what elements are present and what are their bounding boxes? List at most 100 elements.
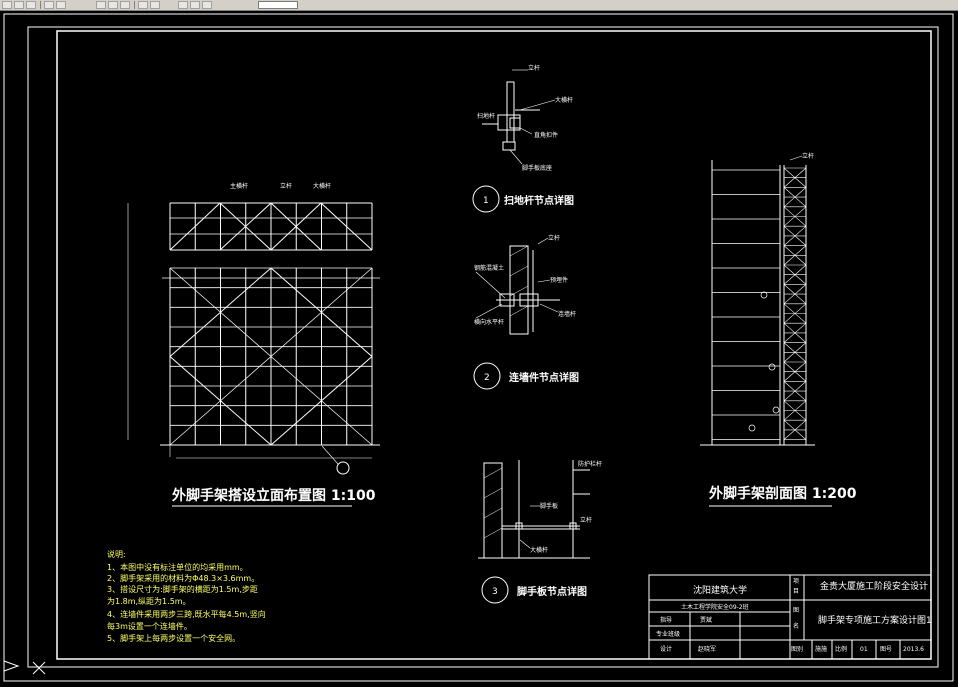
detail-3-title: 脚手板节点详图 bbox=[517, 585, 587, 598]
tool-button[interactable] bbox=[138, 1, 148, 9]
toolbar-dropdown[interactable] bbox=[258, 1, 298, 9]
detail-1-callout-d: 直角扣件 bbox=[534, 131, 558, 139]
title-block-school: 沈阳建筑大学 bbox=[693, 584, 747, 596]
title-block-dept: 土木工程学院安全09-2班 bbox=[681, 603, 749, 611]
detail-1-callout-b: 大横杆 bbox=[555, 96, 573, 104]
elevation-callout-c: 大横杆 bbox=[313, 182, 331, 190]
tool-button[interactable] bbox=[202, 1, 212, 9]
detail-2-callout-c: 钢筋混凝土 bbox=[474, 264, 504, 272]
detail-1-drawing bbox=[472, 69, 556, 213]
elevation-drawing bbox=[127, 202, 380, 475]
toolbar-separator bbox=[40, 1, 41, 9]
title-block-label-class: 专业班级 bbox=[656, 630, 680, 638]
scaffold-member bbox=[783, 245, 807, 266]
sheet-inner-border bbox=[56, 30, 932, 660]
title-block-left-char: 项 bbox=[793, 578, 799, 585]
detail-3-number: 3 bbox=[492, 587, 498, 597]
detail-2-callout-b: 预埋件 bbox=[550, 276, 568, 284]
title-block-left-char: 图 bbox=[793, 607, 799, 614]
detail-3-drawing bbox=[478, 460, 590, 604]
tool-button[interactable] bbox=[108, 1, 118, 9]
detail-2-drawing bbox=[473, 237, 560, 390]
scaffold-member bbox=[783, 342, 807, 363]
toolbar-separator bbox=[134, 1, 135, 9]
title-block-label-teacher: 指导 bbox=[660, 616, 672, 624]
scaffold-member bbox=[783, 284, 807, 305]
detail-1-callout-e: 脚手板底座 bbox=[522, 164, 552, 172]
detail-2-callout-d: 横向水平杆 bbox=[474, 318, 504, 326]
scaffold-member bbox=[783, 322, 807, 343]
detail-1-callout-c: 扫地杆 bbox=[477, 112, 495, 120]
detail-3-callout-a: 防护栏杆 bbox=[578, 460, 602, 468]
tool-button[interactable] bbox=[150, 1, 160, 9]
scaffold-member bbox=[219, 202, 272, 251]
note-line: 1、本图中没有标注单位的均采用mm。 bbox=[107, 562, 248, 572]
note-line: 2、脚手架采用的材料为Φ48.3×3.6mm。 bbox=[107, 573, 259, 583]
note-line: 5、脚手架上每两步设置一个安全网。 bbox=[107, 633, 240, 643]
scaffold-member bbox=[783, 419, 807, 440]
detail-1-title: 扫地杆节点详图 bbox=[504, 194, 574, 207]
title-block-bottom-label: 比例 bbox=[835, 645, 847, 653]
elevation-callout-b: 立杆 bbox=[280, 182, 292, 190]
cad-toolbar bbox=[0, 0, 958, 11]
elevation-title: 外脚手架搭设立面布置图 1:100 bbox=[172, 487, 376, 504]
section-title: 外脚手架剖面图 1:200 bbox=[709, 485, 857, 502]
title-block-bottom-value: 2013.6 bbox=[903, 646, 924, 653]
detail-2-title: 连墙件节点详图 bbox=[509, 371, 579, 384]
detail-2-callout-a: 立杆 bbox=[548, 234, 560, 242]
scaffold-member bbox=[169, 267, 373, 446]
title-block-student: 赵晓军 bbox=[698, 645, 716, 653]
scaffold-member bbox=[783, 264, 807, 285]
section-callout-a: 立杆 bbox=[802, 152, 814, 160]
note-line: 每3m设置一个连墙件。 bbox=[107, 621, 192, 631]
scaffold-member bbox=[270, 202, 322, 251]
tool-button[interactable] bbox=[44, 1, 54, 9]
scaffold-member bbox=[783, 400, 807, 421]
tool-button[interactable] bbox=[178, 1, 188, 9]
detail-2-number: 2 bbox=[484, 373, 490, 383]
tool-button[interactable] bbox=[56, 1, 66, 9]
title-block-bottom-value: 施施 bbox=[815, 645, 827, 653]
scaffold-member bbox=[783, 303, 807, 324]
title-block-left-char: 目 bbox=[793, 588, 799, 595]
title-block-teacher: 贾斌 bbox=[700, 616, 712, 624]
scaffold-member bbox=[783, 225, 807, 246]
viewport-frame bbox=[3, 13, 954, 682]
title-block-bottom-label: 图号 bbox=[880, 646, 892, 653]
detail-2-callout-e: 连墙杆 bbox=[558, 310, 576, 318]
tool-button[interactable] bbox=[2, 1, 12, 9]
tool-button[interactable] bbox=[190, 1, 200, 9]
scaffold-member bbox=[320, 202, 373, 251]
tool-button[interactable] bbox=[120, 1, 130, 9]
title-block-bottom-label: 图别 bbox=[791, 645, 803, 653]
notes-heading: 说明: bbox=[107, 549, 126, 559]
detail-3-callout-c: 立杆 bbox=[580, 516, 592, 524]
sheet-outer-border bbox=[27, 26, 939, 668]
note-line: 3、搭设尺寸为:脚手架的横距为1.5m,步距 bbox=[107, 584, 258, 594]
title-block-left-char: 名 bbox=[793, 622, 799, 630]
ucs-axis-icon bbox=[3, 660, 46, 675]
scaffold-member bbox=[783, 361, 807, 382]
section-drawing bbox=[700, 155, 815, 446]
title-block-drawing: 脚手架专项施工方案设计图1 bbox=[818, 614, 932, 626]
elevation-callout-a: 主横杆 bbox=[230, 182, 248, 190]
tool-button[interactable] bbox=[96, 1, 106, 9]
detail-3-callout-b: 脚手板 bbox=[540, 502, 558, 510]
title-block bbox=[648, 574, 932, 660]
scaffold-member bbox=[169, 202, 221, 251]
detail-1-number: 1 bbox=[483, 196, 489, 206]
title-block-bottom-value: 01 bbox=[860, 646, 868, 653]
scaffold-member bbox=[783, 167, 807, 188]
tool-button[interactable] bbox=[14, 1, 24, 9]
title-block-label-designer: 设计 bbox=[660, 645, 672, 653]
detail-1-callout-a: 立杆 bbox=[528, 64, 540, 72]
detail-3-callout-d: 大横杆 bbox=[530, 546, 548, 554]
scaffold-member bbox=[783, 206, 807, 227]
title-block-project: 金贵大厦施工阶段安全设计 bbox=[820, 580, 928, 592]
note-line: 为1.8m,纵距为1.5m。 bbox=[107, 596, 191, 606]
note-line: 4、连墙件采用两步三跨,既水平每4.5m,竖向 bbox=[107, 609, 266, 619]
tool-button[interactable] bbox=[26, 1, 36, 9]
scaffold-member bbox=[783, 187, 807, 208]
scaffold-member bbox=[783, 381, 807, 402]
